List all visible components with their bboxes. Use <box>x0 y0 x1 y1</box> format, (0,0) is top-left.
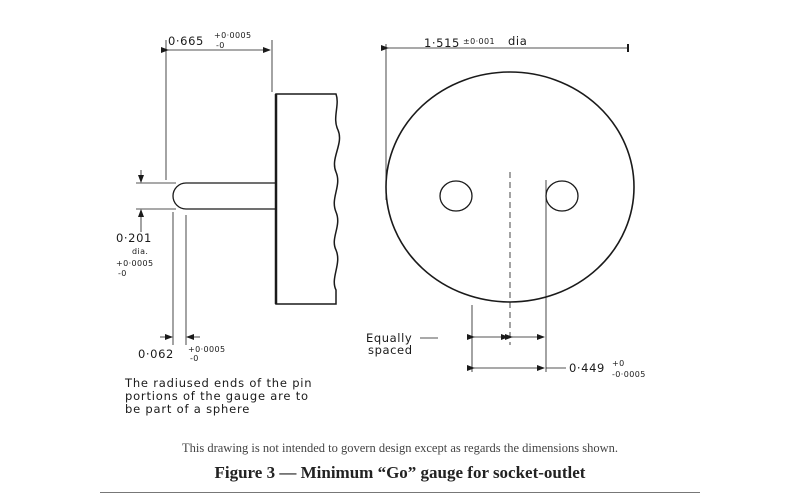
pin-spacing-tol-minus: -0·0005 <box>612 370 646 379</box>
flange-outline <box>275 93 341 305</box>
flange-width-tol-plus: +0·0005 <box>214 31 252 40</box>
pin-diameter-unit: dia. <box>132 247 148 256</box>
body-diameter-tol: ±0·001 <box>463 37 495 46</box>
pin-outline <box>172 182 276 210</box>
pin-spacing-tol-plus: +0 <box>612 359 625 368</box>
bottom-rule <box>100 492 700 493</box>
flange-width-tol-minus: -0 <box>216 41 225 50</box>
end-view <box>381 44 635 372</box>
body-diameter-value: 1·515 <box>424 36 460 50</box>
pin-diameter-value: 0·201 <box>116 231 152 245</box>
pin-tip-value: 0·062 <box>138 347 174 361</box>
pin-spacing-value: 0·449 <box>569 361 605 375</box>
pin-tip-tol-plus: +0·0005 <box>188 345 226 354</box>
pin-hole-left <box>439 180 473 212</box>
pin-tip-tol-minus: -0 <box>190 354 199 363</box>
technical-drawing: 0·665 +0·0005 -0 0·201 dia. +0·0005 -0 0… <box>116 31 646 416</box>
figure-caption: Figure 3 — Minimum “Go” gauge for socket… <box>214 463 586 482</box>
spacing-note-line-2: spaced <box>368 343 413 357</box>
pin-hole-right <box>545 180 579 212</box>
pin-diameter-tol-minus: -0 <box>118 269 127 278</box>
spacing-note-line-1: Equally <box>366 331 412 345</box>
side-view <box>136 40 341 345</box>
disclaimer-text: This drawing is not intended to govern d… <box>181 441 619 455</box>
pin-note-line-3: be part of a sphere <box>125 402 250 416</box>
pin-diameter-tol-plus: +0·0005 <box>116 259 154 268</box>
pin-note-line-1: The radiused ends of the pin <box>124 376 312 390</box>
flange-width-value: 0·665 <box>168 34 204 48</box>
body-diameter-unit: dia <box>508 34 527 48</box>
pin-note-line-2: portions of the gauge are to <box>125 389 309 403</box>
